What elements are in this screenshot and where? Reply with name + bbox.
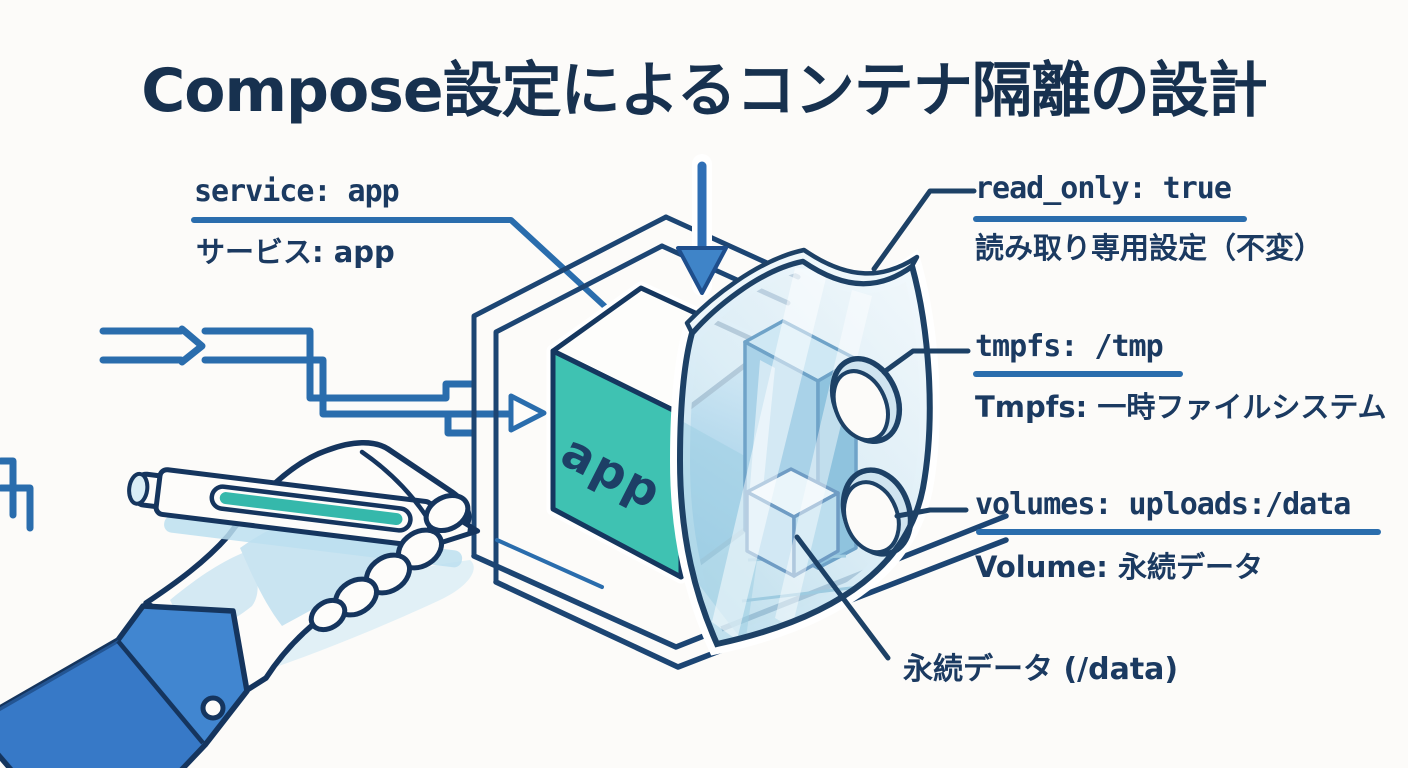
down-arrow-icon bbox=[676, 154, 728, 296]
shield-hole-volume bbox=[840, 467, 914, 557]
volumes-code-label: volumes: uploads:/data bbox=[975, 487, 1351, 522]
pen bbox=[127, 467, 481, 568]
service-jp-label: サービス: app bbox=[196, 235, 395, 269]
cuff-button bbox=[200, 695, 226, 721]
app-cube-front bbox=[550, 348, 684, 580]
shield-hole-tmpfs bbox=[829, 355, 903, 445]
leader-lines bbox=[794, 188, 977, 661]
shield bbox=[669, 247, 940, 656]
service-code-label: service: app bbox=[194, 174, 400, 209]
page-title: Compose設定によるコンテナ隔離の設計 bbox=[141, 56, 1268, 126]
persistent-data-label: 永続データ (/data) bbox=[903, 652, 1179, 687]
read-only-code-label: read_only: true bbox=[975, 171, 1232, 206]
tmpfs-jp-label: Tmpfs: 一時ファイルシステム bbox=[975, 390, 1387, 424]
circuit-traces bbox=[0, 325, 512, 532]
hand-with-pen bbox=[0, 440, 481, 768]
read-only-jp-label: 読み取り専用設定（不変） bbox=[975, 231, 1324, 265]
fingers bbox=[308, 492, 471, 633]
label-underlines bbox=[973, 216, 1381, 535]
right-arrow-icon bbox=[508, 393, 547, 433]
shield-top-rim bbox=[684, 247, 920, 336]
tmpfs-code-label: tmpfs: /tmp bbox=[975, 329, 1164, 364]
volumes-jp-label: Volume: 永続データ bbox=[975, 550, 1263, 584]
service-underline bbox=[191, 217, 653, 351]
sleeve bbox=[0, 603, 250, 768]
